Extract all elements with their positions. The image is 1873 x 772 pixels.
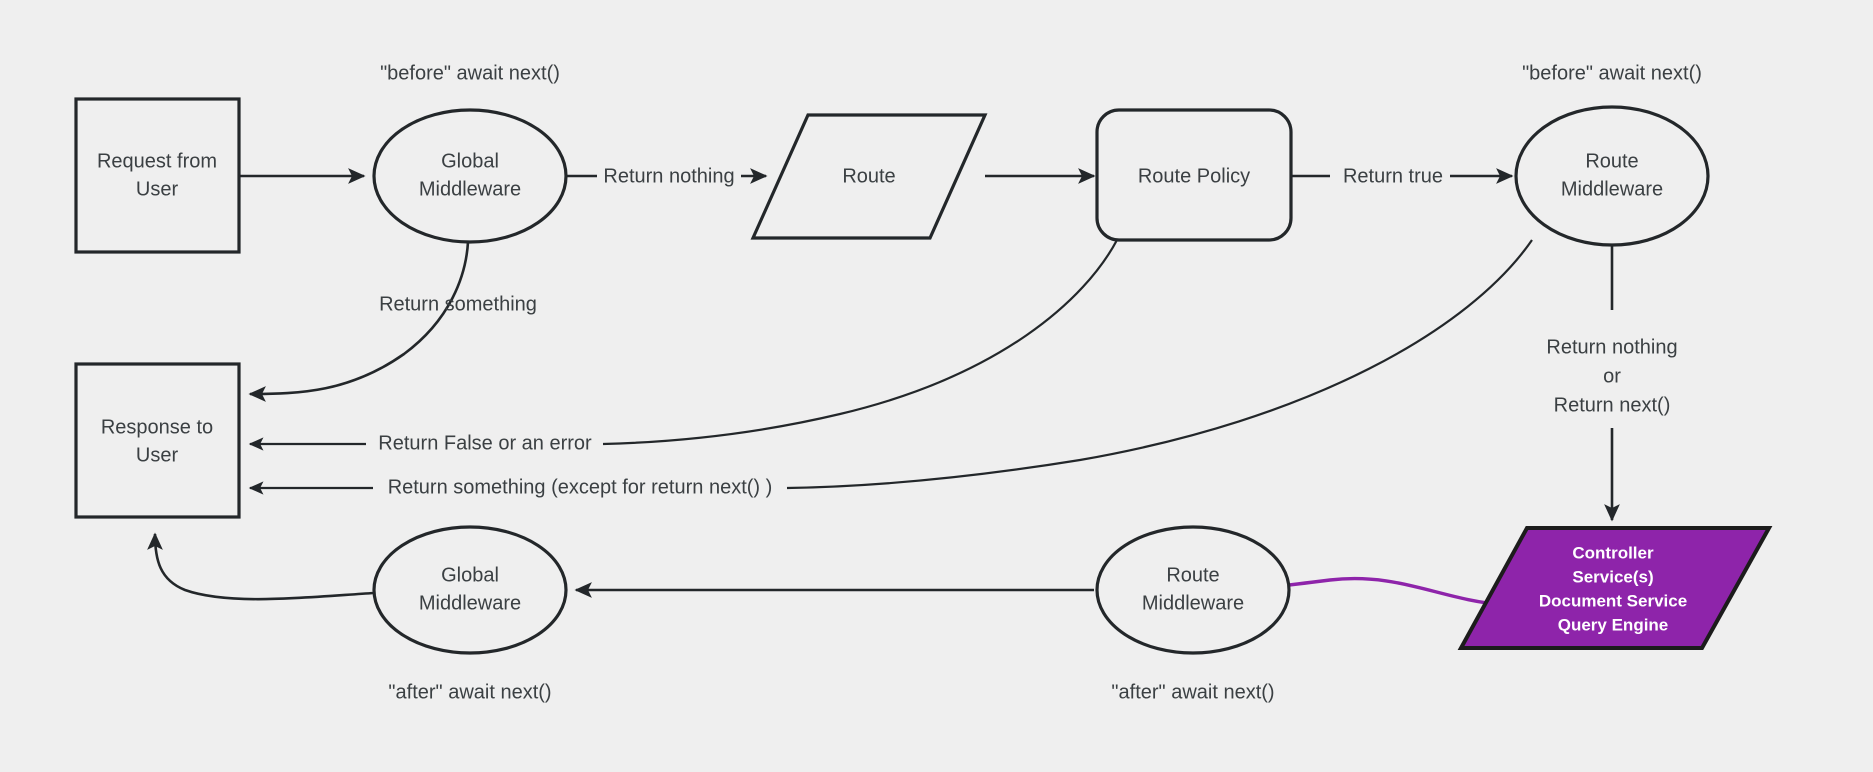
route-middleware-before-label-line2: Middleware — [1561, 178, 1663, 200]
annotation-before-route-middleware: "before" await next() — [1522, 62, 1702, 84]
global-middleware-after-label-line2: Middleware — [419, 592, 521, 614]
global-middleware-before-label-line2: Middleware — [419, 178, 521, 200]
request-from-user-shape — [74, 97, 241, 254]
controller-label-line1: Controller — [1572, 543, 1654, 562]
route-label: Route — [842, 165, 895, 187]
controller-label-line4: Query Engine — [1558, 615, 1669, 634]
annotation-after-route-middleware: "after" await next() — [1111, 681, 1274, 703]
request-from-user-label-line1: Request from — [97, 150, 217, 172]
edge-label-return-nothing-or-next-line3: Return next() — [1554, 394, 1671, 416]
route-shape — [750, 113, 988, 240]
node-response-to-user[interactable]: Response to User — [74, 362, 241, 519]
node-request-from-user[interactable]: Request from User — [74, 97, 241, 254]
node-route-middleware-after[interactable]: Route Middleware — [1095, 525, 1291, 655]
node-route-middleware-before[interactable]: Route Middleware — [1514, 105, 1710, 247]
edge-label-return-true: Return true — [1343, 165, 1443, 187]
route-middleware-after-label-line2: Middleware — [1142, 592, 1244, 614]
annotation-after-global-middleware: "after" await next() — [388, 681, 551, 703]
request-from-user-label-line2: User — [136, 178, 179, 200]
annotation-before-global-middleware: "before" await next() — [380, 62, 560, 84]
edge-label-return-nothing: Return nothing — [603, 165, 734, 187]
response-to-user-label-line1: Response to — [101, 416, 213, 438]
node-global-middleware-after[interactable]: Global Middleware — [372, 525, 568, 655]
response-to-user-shape — [74, 362, 241, 519]
edge-route-middleware-return-something-except — [786, 239, 1533, 490]
global-middleware-after-shape — [372, 525, 568, 655]
global-middleware-after-label-line1: Global — [441, 564, 499, 586]
edge-label-return-false-or-error: Return False or an error — [378, 432, 592, 454]
edge-label-return-something: Return something — [379, 293, 537, 315]
edge-label-return-nothing-or-next-line1: Return nothing — [1546, 336, 1677, 358]
node-global-middleware-before[interactable]: Global Middleware — [372, 108, 568, 244]
edge-global-middleware-after-to-response — [147, 532, 375, 601]
route-policy-label: Route Policy — [1138, 165, 1250, 187]
route-middleware-after-label-line1: Route — [1166, 564, 1219, 586]
node-controller-service[interactable]: Controller Service(s) Document Service Q… — [1457, 526, 1773, 650]
route-middleware-before-label-line1: Route — [1585, 150, 1638, 172]
response-to-user-label-line2: User — [136, 444, 179, 466]
route-policy-shape — [1095, 108, 1293, 242]
node-route[interactable]: Route — [750, 113, 988, 240]
node-route-policy[interactable]: Route Policy — [1095, 108, 1293, 242]
route-middleware-before-shape — [1514, 105, 1710, 247]
controller-label-line3: Document Service — [1539, 591, 1687, 610]
controller-service-shape — [1457, 526, 1773, 650]
controller-label-line2: Service(s) — [1572, 567, 1653, 586]
route-middleware-after-shape — [1095, 525, 1291, 655]
edge-label-return-nothing-or-next-line2: or — [1603, 365, 1621, 387]
edge-global-middleware-return-something — [248, 241, 470, 402]
edge-label-return-something-except-next: Return something (except for return next… — [388, 476, 773, 498]
global-middleware-before-label-line1: Global — [441, 150, 499, 172]
global-middleware-before-shape — [372, 108, 568, 244]
edge-route-policy-return-false — [602, 239, 1118, 446]
